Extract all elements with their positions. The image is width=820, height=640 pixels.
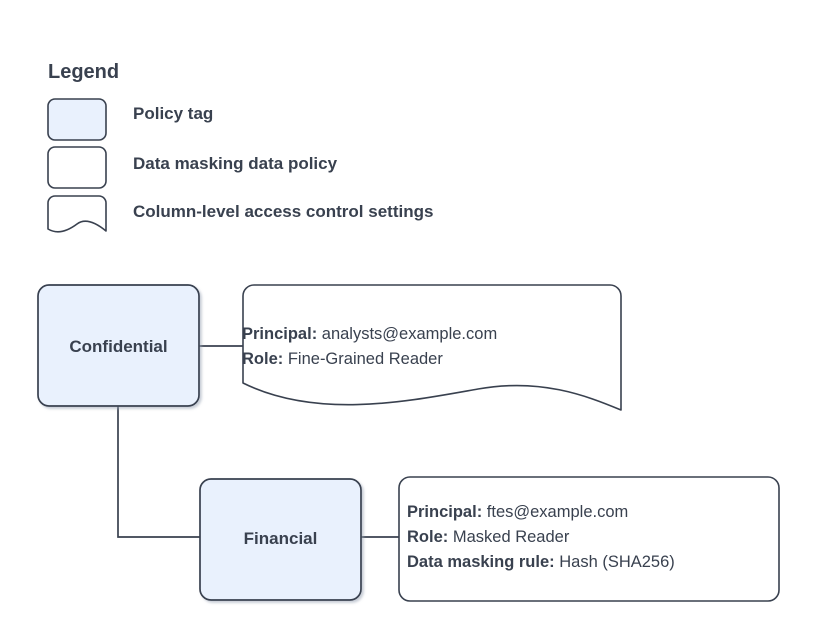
callout-row-principal: Principal: analysts@example.com xyxy=(242,322,497,347)
callout-row-value: analysts@example.com xyxy=(321,325,498,343)
legend-item-label-column-level-settings: Column-level access control settings xyxy=(133,202,434,221)
legend-swatch-data-masking-policy xyxy=(47,146,107,189)
callout-row-key: Data masking rule: xyxy=(407,553,555,571)
callout-row-value: Hash (SHA256) xyxy=(559,553,675,571)
callout-confidential-policy-shape[interactable] xyxy=(242,284,622,411)
callout-row-role: Role: Masked Reader xyxy=(407,525,675,550)
callout-row-key: Role: xyxy=(407,528,449,546)
callout-row-value: Fine-Grained Reader xyxy=(287,350,443,368)
node-financial-shape[interactable] xyxy=(199,478,362,601)
callout-row-value: Masked Reader xyxy=(452,528,570,546)
callout-row-key: Principal: xyxy=(407,503,483,521)
node-label-financial: Financial xyxy=(243,529,318,548)
legend-item-label-policy-tag: Policy tag xyxy=(133,104,214,123)
legend-swatch-policy-tag xyxy=(47,98,107,141)
node-confidential-shape[interactable] xyxy=(37,284,200,407)
legend-item-label-data-masking-policy: Data masking data policy xyxy=(133,154,338,173)
callout-financial-policy-shape[interactable] xyxy=(398,476,780,602)
connector-confidential-to-financial xyxy=(117,406,200,538)
legend-title: Legend xyxy=(48,61,120,83)
callout-financial-policy-text: Principal: ftes@example.com Role: Masked… xyxy=(407,500,675,575)
callout-row-role: Role: Fine-Grained Reader xyxy=(242,347,497,372)
callout-row-key: Role: xyxy=(242,350,284,368)
legend-swatch-column-level-settings xyxy=(47,195,107,233)
callout-row-principal: Principal: ftes@example.com xyxy=(407,500,675,525)
callout-row-key: Principal: xyxy=(242,325,318,343)
callout-confidential-policy-text: Principal: analysts@example.com Role: Fi… xyxy=(242,322,497,372)
callout-row-data-masking-rule: Data masking rule: Hash (SHA256) xyxy=(407,550,675,575)
node-label-confidential: Confidential xyxy=(69,337,168,356)
callout-row-value: ftes@example.com xyxy=(486,503,629,521)
